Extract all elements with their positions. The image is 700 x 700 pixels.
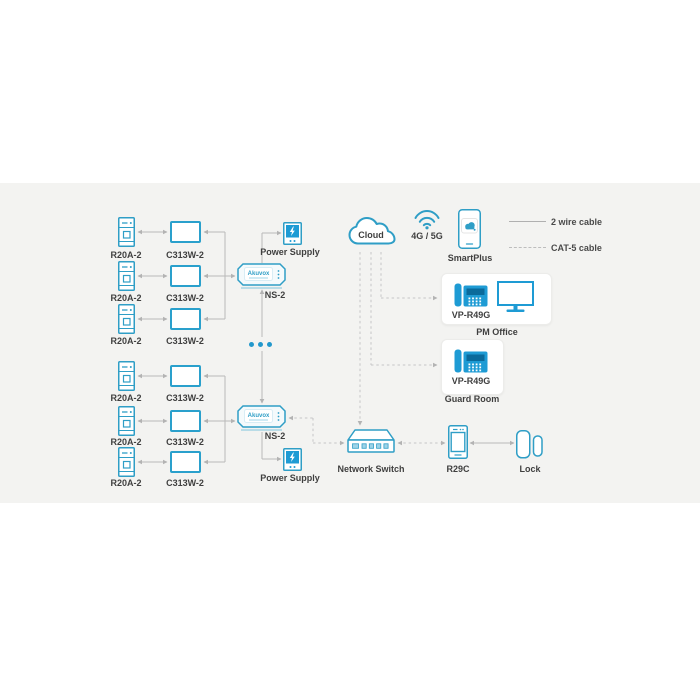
- network-switch-label: Network Switch: [337, 464, 405, 474]
- wifi-icon: [414, 210, 440, 230]
- video-phone-label: VP-R49G: [451, 376, 491, 386]
- door-phone-label: R20A-2: [110, 393, 142, 403]
- door-phone-icon: [118, 304, 135, 334]
- door-phone-label: R20A-2: [110, 437, 142, 447]
- monitor-label: C313W-2: [166, 336, 204, 346]
- ellipsis-dots: [249, 342, 272, 347]
- smartplus-phone-icon: [458, 209, 481, 249]
- legend-solid-label: 2 wire cable: [551, 217, 603, 227]
- cloud-icon: Cloud: [348, 217, 396, 245]
- indoor-monitor-icon: [170, 265, 201, 287]
- network-switch-icon: [347, 429, 395, 453]
- power-supply-icon: [283, 222, 302, 245]
- monitor-label: C313W-2: [166, 293, 204, 303]
- smartplus-label: SmartPlus: [447, 253, 493, 263]
- lock-icon: [516, 430, 543, 459]
- ns2-label: NS-2: [264, 431, 286, 441]
- indoor-monitor-icon: [170, 410, 201, 432]
- monitor-label: C313W-2: [166, 478, 204, 488]
- svg-text:Akuvox: Akuvox: [248, 413, 270, 419]
- legend-dashed-label: CAT-5 cable: [551, 243, 602, 253]
- door-phone-icon: [118, 261, 135, 291]
- guard-room-label: Guard Room: [444, 394, 500, 404]
- door-phone-icon: [118, 217, 135, 247]
- monitor-label: C313W-2: [166, 437, 204, 447]
- indoor-monitor-icon: [170, 365, 201, 387]
- indoor-monitor-icon: [170, 221, 201, 243]
- r29c-door-phone-icon: [448, 425, 468, 459]
- svg-text:Akuvox: Akuvox: [248, 271, 270, 277]
- r29c-label: R29C: [446, 464, 470, 474]
- door-phone-label: R20A-2: [110, 293, 142, 303]
- ns2-switch-icon: Akuvox: [237, 405, 286, 431]
- power-supply-label: Power Supply: [260, 247, 320, 257]
- svg-text:Cloud: Cloud: [358, 230, 384, 240]
- ns2-switch-icon: Akuvox: [237, 263, 286, 289]
- power-supply-icon: [283, 448, 302, 471]
- door-phone-icon: [118, 406, 135, 436]
- legend-solid-line: [509, 221, 546, 222]
- power-supply-label: Power Supply: [260, 473, 320, 483]
- ns2-label: NS-2: [264, 290, 286, 300]
- door-phone-icon: [118, 361, 135, 391]
- wireless-label: 4G / 5G: [411, 231, 443, 241]
- door-phone-icon: [118, 447, 135, 477]
- door-phone-label: R20A-2: [110, 250, 142, 260]
- video-phone-icon: [454, 349, 488, 373]
- monitor-label: C313W-2: [166, 393, 204, 403]
- lock-label: Lock: [519, 464, 541, 474]
- door-phone-label: R20A-2: [110, 336, 142, 346]
- indoor-monitor-icon: [170, 308, 201, 330]
- door-phone-label: R20A-2: [110, 478, 142, 488]
- indoor-monitor-icon: [170, 451, 201, 473]
- legend-dashed-line: [509, 247, 546, 248]
- desktop-monitor-icon: [497, 281, 534, 312]
- pm-office-label: PM Office: [476, 327, 518, 337]
- video-phone-icon: [454, 283, 488, 307]
- video-phone-label: VP-R49G: [451, 310, 491, 320]
- monitor-label: C313W-2: [166, 250, 204, 260]
